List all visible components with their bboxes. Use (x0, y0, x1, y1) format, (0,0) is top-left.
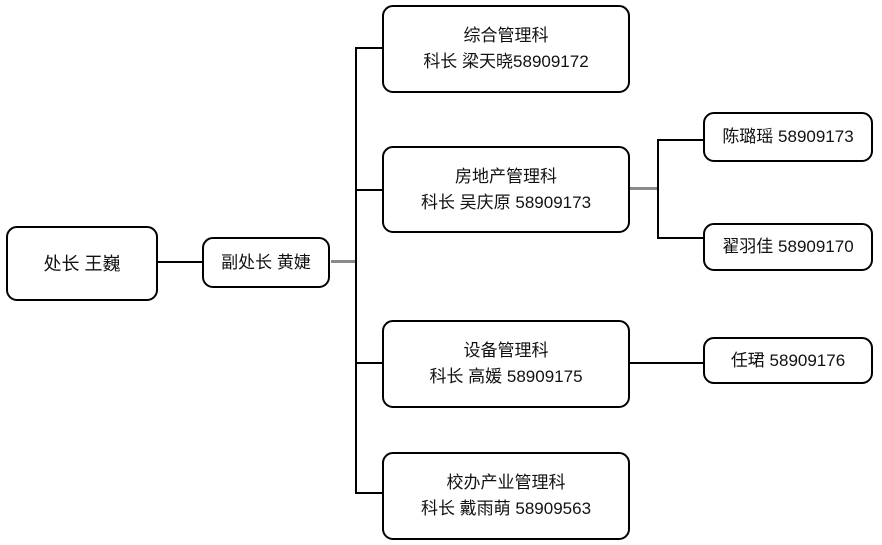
node-staff-zhai-yujia[interactable]: 翟羽佳 58909170 (703, 223, 873, 271)
node-director[interactable]: 处长 王巍 (6, 226, 158, 301)
connector-branch-staff-chen (657, 139, 703, 141)
dept-name: 房地产管理科 (455, 166, 557, 186)
connector-director-deputy (158, 261, 202, 263)
connector-deputy-trunk-highlighted (331, 260, 357, 263)
node-staff-chen-luyao[interactable]: 陈璐瑶 58909173 (703, 112, 873, 162)
dept-head: 科长 吴庆原 58909173 (420, 192, 592, 212)
node-dept-school-industry[interactable]: 校办产业管理科 科长 戴雨萌 58909563 (382, 452, 630, 540)
connector-branch-industry (355, 492, 382, 494)
staff-label: 任珺 58909176 (730, 350, 846, 370)
node-director-label: 处长 王巍 (43, 253, 121, 274)
dept-name: 校办产业管理科 (446, 473, 566, 492)
node-staff-ren-jun[interactable]: 任珺 58909176 (703, 337, 873, 384)
node-dept-real-estate[interactable]: 房地产管理科 科长 吴庆原 58909173 (382, 146, 630, 233)
connector-equipment-ren (630, 362, 703, 364)
dept-name: 设备管理科 (463, 341, 549, 360)
dept-head: 科长 梁天晓58909172 (423, 52, 589, 71)
node-dept-general-management[interactable]: 综合管理科 科长 梁天晓58909172 (382, 5, 630, 93)
staff-label: 翟羽佳 58909170 (722, 237, 854, 256)
dept-head: 科长 戴雨萌 58909563 (420, 499, 592, 518)
connector-branch-general (355, 47, 382, 49)
connector-branch-realestate (355, 189, 382, 191)
connector-staff-junction-vertical (657, 139, 659, 239)
node-deputy-label: 副处长 黄婕 (221, 252, 311, 272)
staff-label: 陈璐瑶 58909173 (722, 127, 854, 146)
connector-branch-equipment (355, 362, 382, 364)
connector-trunk-vertical (355, 47, 357, 494)
node-deputy-director[interactable]: 副处长 黄婕 (202, 237, 330, 288)
dept-name: 综合管理科 (463, 26, 549, 45)
node-dept-equipment[interactable]: 设备管理科 科长 高媛 58909175 (382, 320, 630, 408)
connector-realestate-junction-highlighted (630, 187, 658, 190)
dept-head: 科长 高媛 58909175 (429, 367, 583, 386)
connector-branch-staff-zhai (657, 237, 703, 239)
